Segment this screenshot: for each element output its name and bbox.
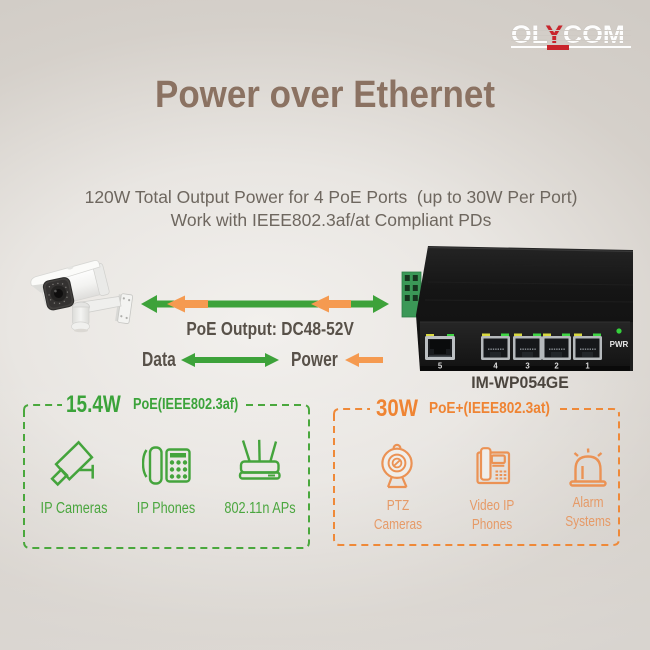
svg-text:2: 2 bbox=[554, 362, 559, 371]
svg-text:PWR: PWR bbox=[610, 340, 629, 349]
svg-text:3: 3 bbox=[525, 362, 530, 371]
svg-text:4: 4 bbox=[493, 362, 498, 371]
svg-text:1: 1 bbox=[585, 362, 590, 371]
svg-text:5: 5 bbox=[438, 362, 443, 371]
